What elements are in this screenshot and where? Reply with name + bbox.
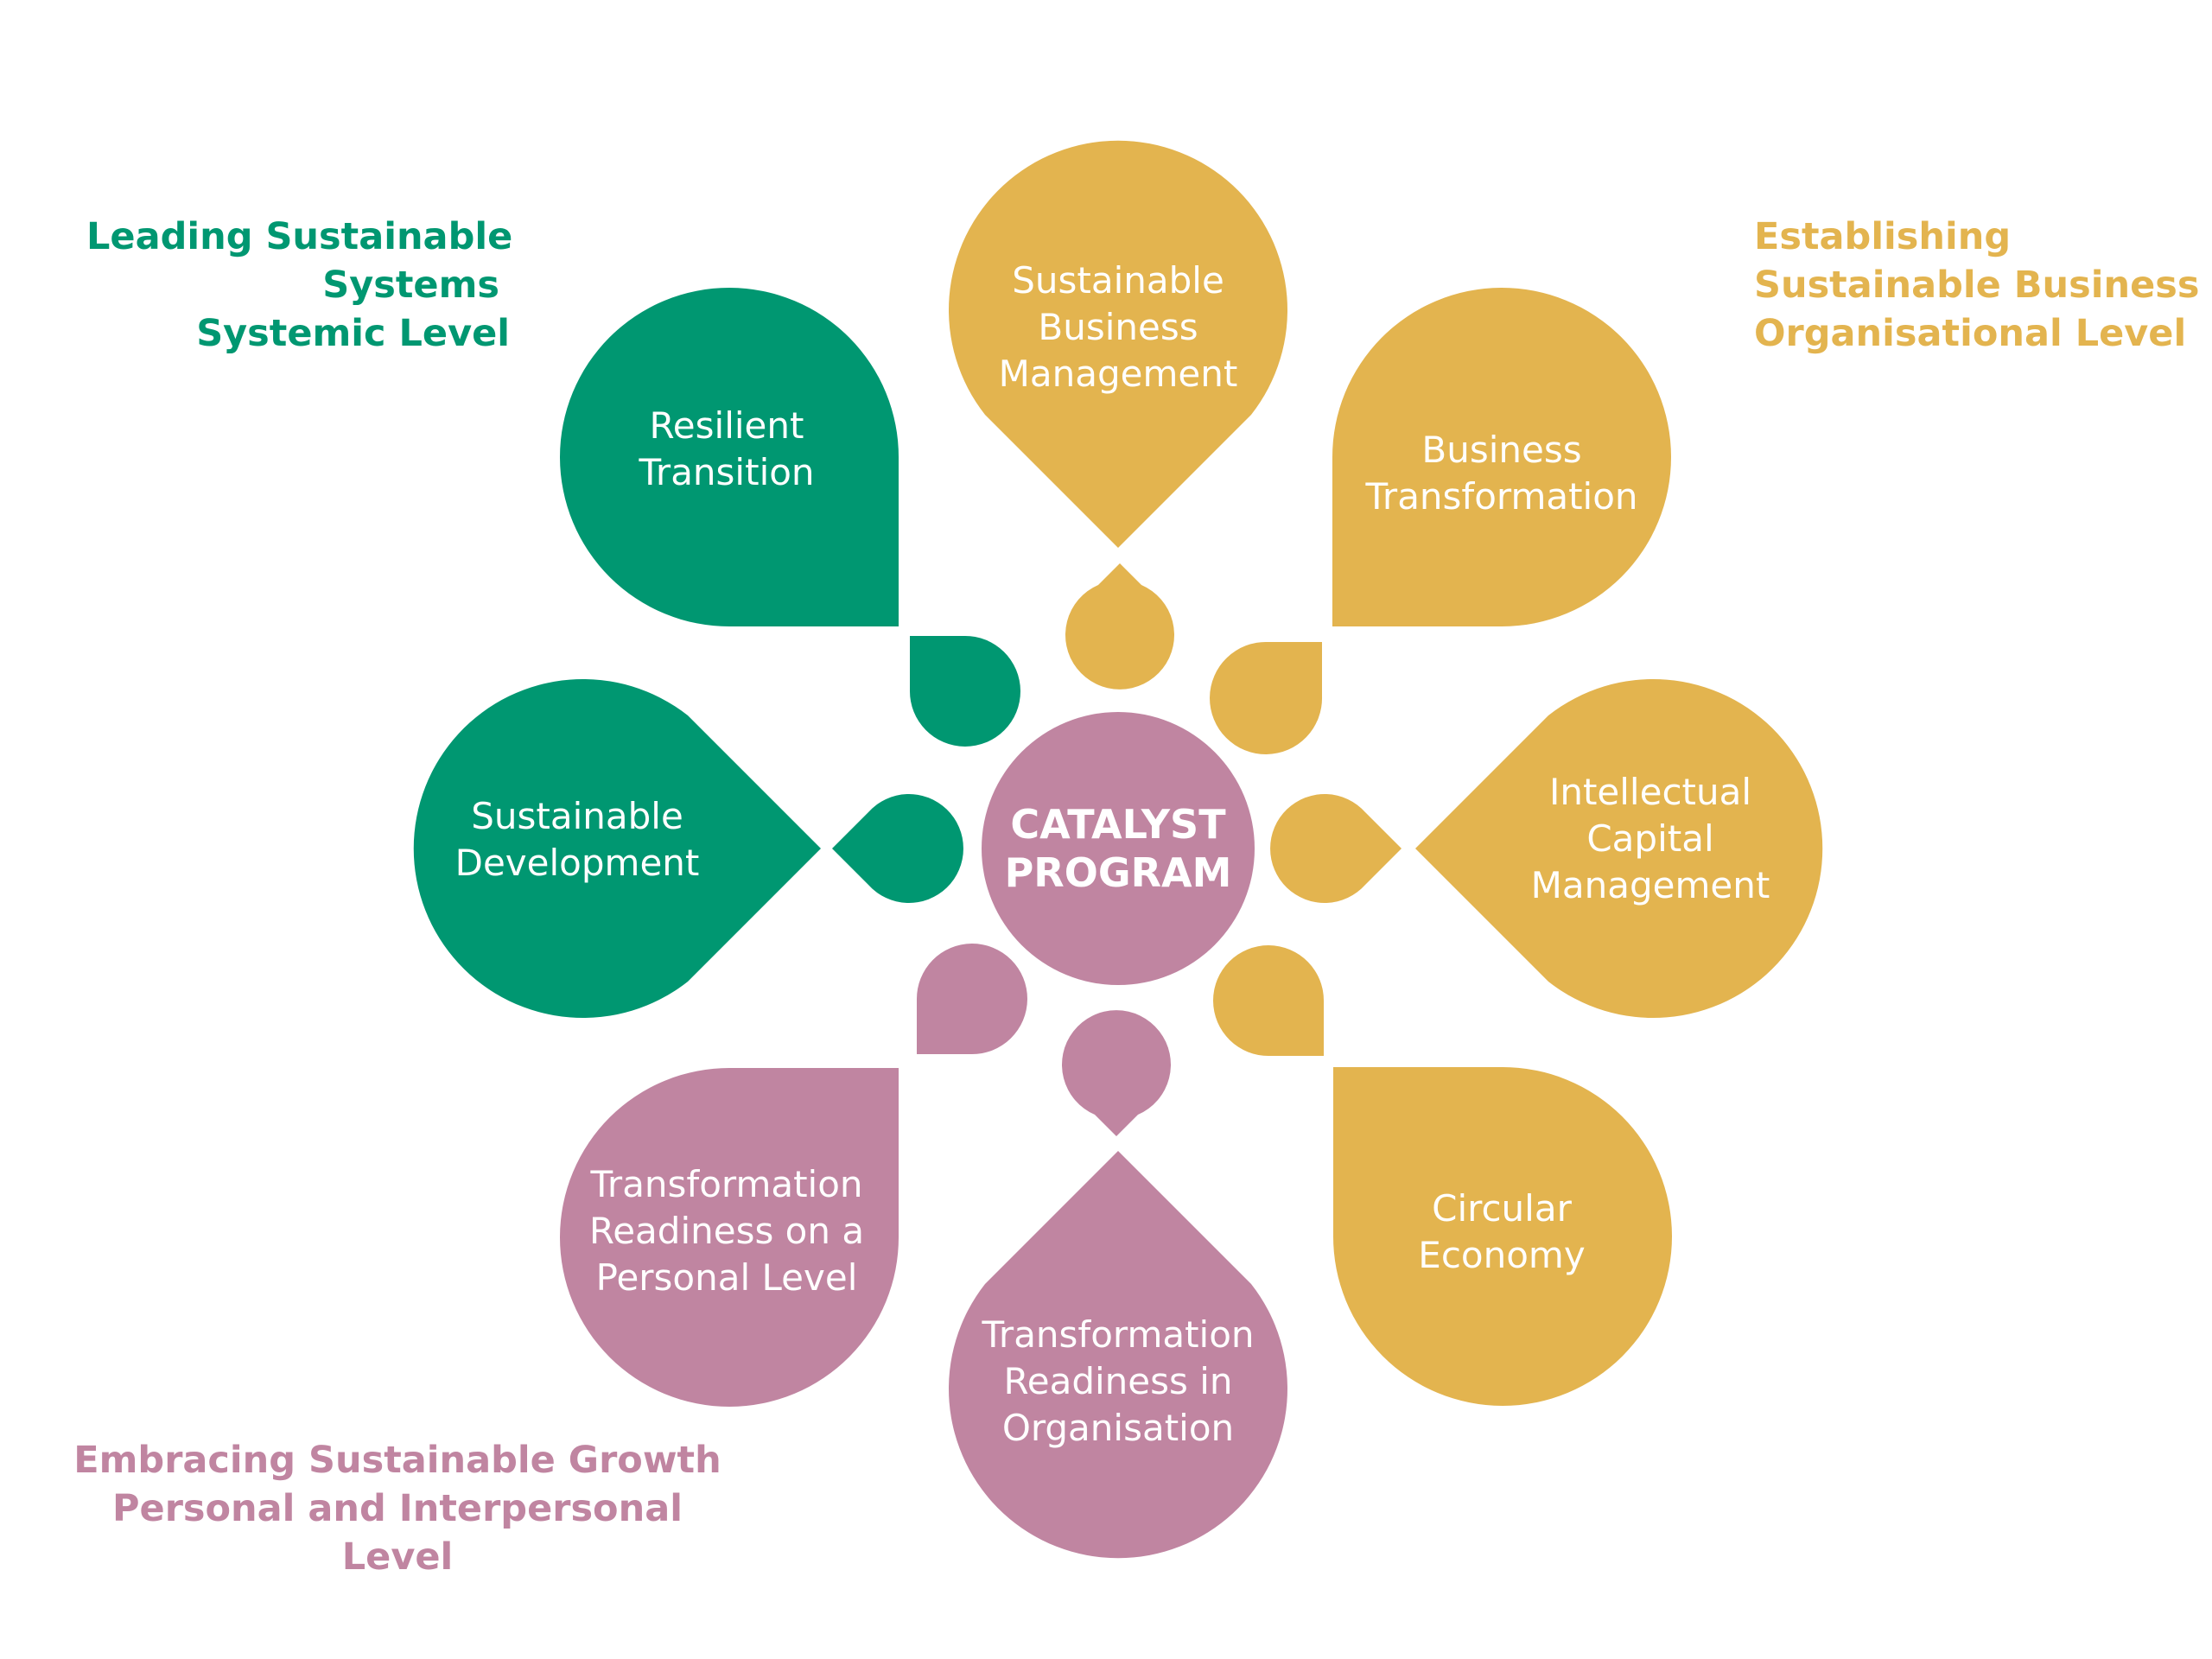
group-label-systemic-line-3: Systemic Level xyxy=(196,312,510,355)
group-label-organisational: Establishing Sustainable Business Organi… xyxy=(1754,213,2200,358)
group-label-personal-line-3: Level xyxy=(341,1535,454,1579)
group-label-systemic: Leading Sustainable Systems Systemic Lev… xyxy=(86,213,513,358)
petal-label-line: Resilient xyxy=(649,404,804,447)
petal-label-line: Transformation xyxy=(1365,475,1638,518)
drop-business-transformation xyxy=(1210,641,1323,754)
petal-label-line: Development xyxy=(454,842,700,884)
petal-label-line: Circular xyxy=(1432,1187,1572,1230)
petal-label-circular-economy: Circular Economy xyxy=(1329,1185,1675,1279)
petal-label-line: Sustainable xyxy=(471,795,683,837)
petal-label-transformation-readiness-personal: Transformation Readiness on a Personal L… xyxy=(554,1161,899,1301)
petal-business-transformation xyxy=(1332,287,1671,626)
petal-label-line: Transformation xyxy=(982,1313,1255,1356)
petal-label-resilient-transition: Resilient Transition xyxy=(554,403,899,496)
petal-label-line: Sustainable xyxy=(1012,259,1224,302)
petal-label-line: Readiness on a xyxy=(588,1210,865,1252)
group-label-organisational-line-1: Establishing xyxy=(1754,215,2012,258)
petal-intellectual-capital-management xyxy=(1415,679,1823,1018)
group-label-personal: Embracing Sustainable Growth Personal an… xyxy=(52,1436,743,1581)
petal-label-line: Readiness in xyxy=(1003,1360,1233,1402)
petal-label-transformation-readiness-organisation: Transformation Readiness in Organisation xyxy=(945,1312,1291,1452)
petal-label-line: Management xyxy=(1530,864,1770,906)
drop-transformation-readiness-personal xyxy=(916,944,1027,1055)
center-label: CATALYST PROGRAM xyxy=(945,800,1291,897)
petal-label-line: Capital xyxy=(1586,817,1714,860)
center-label-line-2: PROGRAM xyxy=(1004,849,1232,896)
petal-label-line: Economy xyxy=(1418,1234,1586,1276)
drop-transformation-readiness-organisation xyxy=(1062,1010,1172,1136)
drop-resilient-transition xyxy=(909,635,1020,747)
petal-label-line: Management xyxy=(998,353,1238,395)
petal-label-line: Transformation xyxy=(590,1163,863,1205)
petal-circular-economy xyxy=(1332,1066,1672,1406)
petal-label-sustainable-business-management: Sustainable Business Management xyxy=(945,257,1291,397)
petal-sustainable-development xyxy=(413,679,821,1018)
petal-label-intellectual-capital-management: Intellectual Capital Management xyxy=(1478,769,1823,909)
petal-label-sustainable-development: Sustainable Development xyxy=(404,793,750,887)
drop-intellectual-capital-management xyxy=(1270,794,1402,904)
drop-sustainable-business-management xyxy=(1065,563,1174,690)
petal-resilient-transition xyxy=(560,288,899,627)
group-label-organisational-line-3: Organisational Level xyxy=(1754,312,2187,355)
group-label-systemic-line-2: Systems xyxy=(322,264,499,307)
petal-label-line: Personal Level xyxy=(595,1256,858,1299)
petal-transformation-readiness-personal xyxy=(560,1067,899,1407)
petal-transformation-readiness-organisation xyxy=(949,1151,1288,1559)
group-label-personal-line-2: Personal and Interpersonal xyxy=(112,1487,683,1530)
petal-label-business-transformation: Business Transformation xyxy=(1329,427,1675,520)
petal-label-line: Business xyxy=(1421,429,1582,471)
petal-label-line: Intellectual xyxy=(1548,771,1752,813)
petal-sustainable-business-management xyxy=(949,140,1287,549)
drop-circular-economy xyxy=(1213,945,1325,1057)
petal-label-line: Transition xyxy=(639,451,815,493)
drop-sustainable-development xyxy=(832,794,963,904)
group-label-organisational-line-2: Sustainable Business xyxy=(1754,264,2200,307)
petal-label-line: Business xyxy=(1038,306,1198,348)
group-label-personal-line-1: Embracing Sustainable Growth xyxy=(73,1439,721,1482)
petal-label-line: Organisation xyxy=(1001,1407,1235,1449)
group-label-systemic-line-1: Leading Sustainable xyxy=(86,215,513,258)
center-label-line-1: CATALYST xyxy=(1010,801,1226,848)
center-circle xyxy=(982,712,1255,985)
